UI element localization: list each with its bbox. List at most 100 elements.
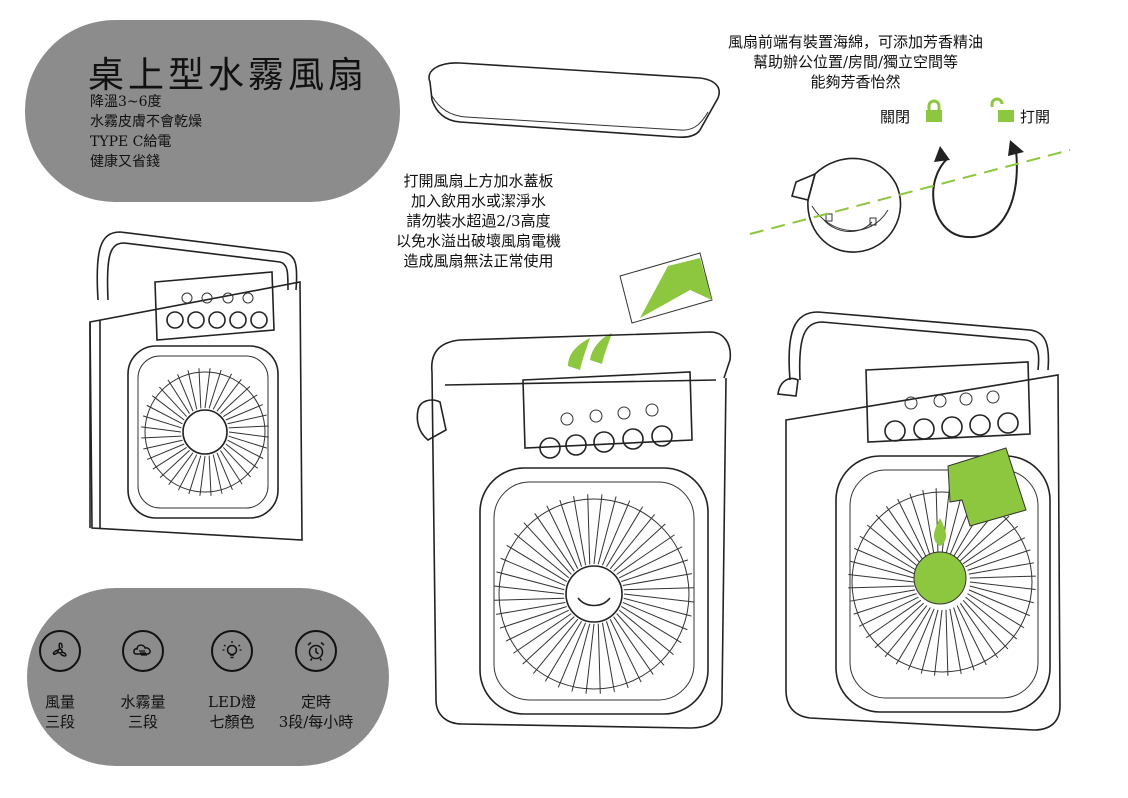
- guide-line: [749, 149, 1071, 235]
- oil-drop: [933, 518, 947, 546]
- fan-grille-spoke: [557, 622, 587, 688]
- fan-grille-spoke: [496, 571, 565, 591]
- water-drop: [568, 338, 590, 370]
- note-line: 加入飲用水或潔淨水: [411, 192, 547, 210]
- fan-body-right: [777, 311, 1061, 731]
- fan-grille-spoke: [866, 524, 919, 568]
- fan-grille-spoke: [208, 455, 212, 496]
- fan-grille-spoke: [935, 488, 939, 555]
- water-drop: [590, 333, 612, 364]
- fan-grille-spoke: [146, 404, 183, 425]
- fan-grille-spoke: [597, 623, 601, 694]
- feature-sublabel: 七顏色: [209, 713, 255, 731]
- note-line: 打開風扇上方加水蓋板: [403, 172, 554, 190]
- fan-grille-spoke: [142, 415, 182, 429]
- feature-label: 風量: [44, 693, 75, 711]
- feature-sublabel: 三段: [127, 713, 158, 731]
- fan-grille-spoke: [187, 370, 198, 410]
- fan-grille-spoke: [212, 454, 223, 494]
- fan-icon: [39, 630, 81, 672]
- fan-grille-spoke: [228, 425, 269, 429]
- lock-open-icon: [990, 97, 1016, 122]
- fan-grille-spoke: [606, 506, 644, 567]
- fan-grille-spoke: [152, 395, 185, 421]
- fan-grille-spoke: [534, 513, 575, 572]
- fan-grille-spoke: [962, 525, 1019, 565]
- fan-grille-spoke: [159, 450, 190, 478]
- feature-panel: [27, 588, 389, 766]
- fan-grille-spoke: [500, 557, 566, 587]
- note-line: 幫助辦公位置/房間/獨立空間等: [752, 53, 959, 71]
- fan-grille-spoke: [223, 394, 258, 417]
- fan-grille-spoke: [227, 439, 264, 460]
- fan-grille-spoke: [623, 597, 692, 617]
- fan-grille-spoke: [962, 599, 1009, 650]
- fan-grille-spoke: [177, 454, 198, 491]
- lock-closed-label: 關閉: [880, 108, 911, 126]
- fan-grille-spoke: [897, 498, 928, 559]
- aroma-sponge: [913, 551, 967, 605]
- water-refill-note: 打開風扇上方加水蓋板 加入飲用水或潔淨水 請勿裝水超過2/3高度 以免水溢出破壞…: [396, 171, 561, 271]
- fan-body-middle: [416, 331, 732, 729]
- fan-grille-spoke: [152, 447, 187, 470]
- fan-grille-spoke: [573, 496, 587, 566]
- fan-grille-spoke: [884, 605, 928, 658]
- fan-grille-spoke: [505, 609, 569, 642]
- fan-grille-spoke: [945, 609, 949, 676]
- fan-grille-spoke: [593, 494, 603, 565]
- fan-grille-spoke: [623, 587, 694, 591]
- fan-grille-spoke: [875, 514, 922, 565]
- note-line: 風扇前端有裝置海綿，可添加芳香精油: [728, 33, 984, 51]
- feature-mist: 水霧量三段: [103, 630, 183, 732]
- lock-open-label: 打開: [1020, 108, 1051, 126]
- fan-grille-spoke: [933, 609, 943, 676]
- fan-grille-spoke: [141, 435, 182, 439]
- fan-grille-spoke: [616, 613, 665, 666]
- fan-grille-spoke: [613, 616, 654, 675]
- fan-grille-spoke: [168, 452, 194, 485]
- fan-grille-spoke: [618, 609, 674, 656]
- fan-grille-spoke: [167, 379, 190, 414]
- fan-grille-spoke: [212, 373, 233, 410]
- fan-grille-spoke: [619, 546, 683, 579]
- fan-grille-spoke: [523, 522, 572, 575]
- spec-list: 降溫3~6度 水霧皮膚不會乾燥 TYPE C給電 健康又省錢: [90, 92, 202, 172]
- fan-grille-spoke: [967, 593, 1025, 629]
- feature-sublabel: 三段: [44, 713, 75, 731]
- fan-grille-spoke: [613, 523, 666, 572]
- fan-grille-spoke: [858, 596, 919, 627]
- feature-label: 水霧量: [120, 693, 166, 711]
- fan-grille-spoke: [159, 386, 187, 417]
- water-lid: [428, 62, 720, 139]
- fan-grille-spoke: [874, 602, 925, 649]
- feature-sublabel: 3段/每小時: [278, 713, 354, 731]
- fan-grille-spoke: [147, 443, 185, 460]
- fan-grille-spoke: [609, 619, 642, 683]
- fan-grille-spoke: [909, 493, 931, 557]
- sponge-cover-diagram: [791, 140, 1024, 253]
- fan-grille-spoke: [623, 593, 694, 603]
- fan-grille-spoke: [514, 532, 570, 579]
- fan-grille-spoke: [922, 489, 935, 556]
- fan-grille-spoke: [513, 613, 572, 654]
- fan-grille-spoke: [956, 605, 987, 666]
- fan-grille-spoke: [223, 447, 251, 478]
- fan-grille-spoke: [895, 607, 931, 665]
- fan-grille-spoke: [522, 616, 575, 665]
- fan-grille-spoke: [141, 426, 182, 433]
- fan-grille-spoke: [506, 544, 567, 582]
- fan-grille-spoke: [965, 596, 1018, 640]
- fan-grille-spoke: [969, 581, 1036, 591]
- water-pour: [640, 258, 712, 318]
- fan-grille-spoke: [227, 414, 267, 425]
- fan-grille-spoke: [204, 368, 211, 409]
- fan-grille-spoke: [587, 494, 591, 565]
- fan-grille-spoke: [216, 452, 233, 490]
- fan-grille-spoke: [853, 593, 917, 615]
- fan-grille-spoke: [198, 368, 202, 409]
- fan-grille-spoke: [544, 621, 582, 682]
- feature-led: LED燈七顏色: [192, 630, 272, 732]
- fan-grille-spoke: [585, 623, 595, 694]
